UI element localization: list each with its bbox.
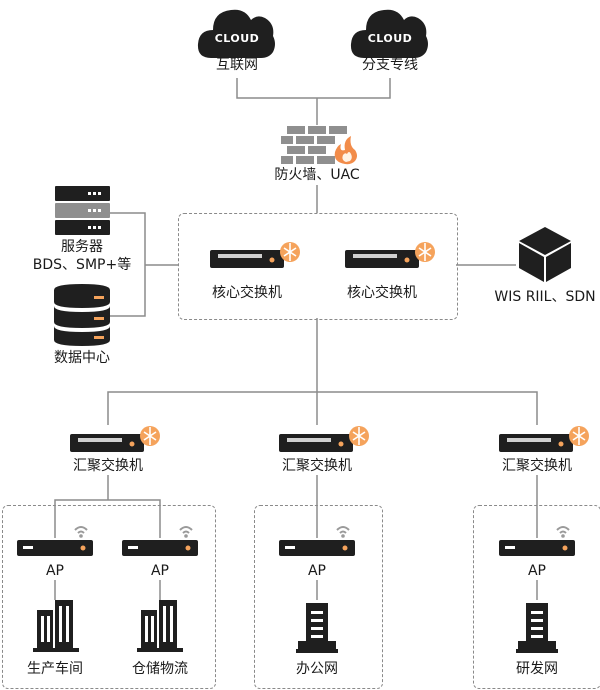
cloud-badge: CLOUD <box>367 32 413 45</box>
core-switch-label: 核心交换机 <box>347 285 417 301</box>
aggregation-switch-icon <box>499 426 589 452</box>
rnd-building-icon <box>516 603 558 653</box>
cloud-icon <box>197 9 275 58</box>
core-switch-group <box>178 213 458 320</box>
site-group-production <box>2 505 216 689</box>
aggregation-switch-label: 汇聚交换机 <box>73 458 143 474</box>
core-switch-label: 核心交换机 <box>212 285 282 301</box>
cloud-badge: CLOUD <box>214 32 260 45</box>
cloud-label-branch: 分支专线 <box>362 57 418 73</box>
access-point-icon <box>17 526 93 556</box>
warehouse-building-icon <box>137 600 183 652</box>
ap-label: AP <box>307 563 327 579</box>
aggregation-switch-label: 汇聚交换机 <box>502 458 572 474</box>
cloud-icon <box>350 9 428 58</box>
access-point-icon <box>122 526 198 556</box>
wis-label: WIS RIIL、SDN <box>494 289 596 305</box>
aggregation-switch-icon <box>70 426 160 452</box>
site-group-office <box>254 505 383 689</box>
site-label: 办公网 <box>296 661 338 677</box>
ap-label: AP <box>527 563 547 579</box>
aggregation-switch-label: 汇聚交换机 <box>282 458 352 474</box>
core-switch-icon <box>210 242 300 268</box>
datacenter-label: 数据中心 <box>54 350 110 366</box>
site-group-rnd <box>473 505 600 689</box>
database-icon <box>54 284 110 346</box>
site-label: 研发网 <box>516 661 558 677</box>
core-switch-icon <box>345 242 435 268</box>
server-label-detail: BDS、SMP+等 <box>32 257 132 273</box>
site-label: 生产车间 <box>27 661 83 677</box>
cloud-label-internet: 互联网 <box>216 57 258 73</box>
ap-label: AP <box>150 563 170 579</box>
firewall-label: 防火墙、UAC <box>274 167 360 183</box>
server-label-title: 服务器 <box>61 239 103 255</box>
factory-building-icon <box>33 600 79 652</box>
access-point-icon <box>279 526 355 556</box>
access-point-icon <box>499 526 575 556</box>
aggregation-switch-icon <box>279 426 369 452</box>
server-rack-icon <box>55 186 110 235</box>
firewall-icon <box>281 126 357 165</box>
ap-label: AP <box>45 563 65 579</box>
office-building-icon <box>296 603 338 653</box>
management-platform-cube-icon <box>519 227 571 282</box>
site-label: 仓储物流 <box>132 661 188 677</box>
